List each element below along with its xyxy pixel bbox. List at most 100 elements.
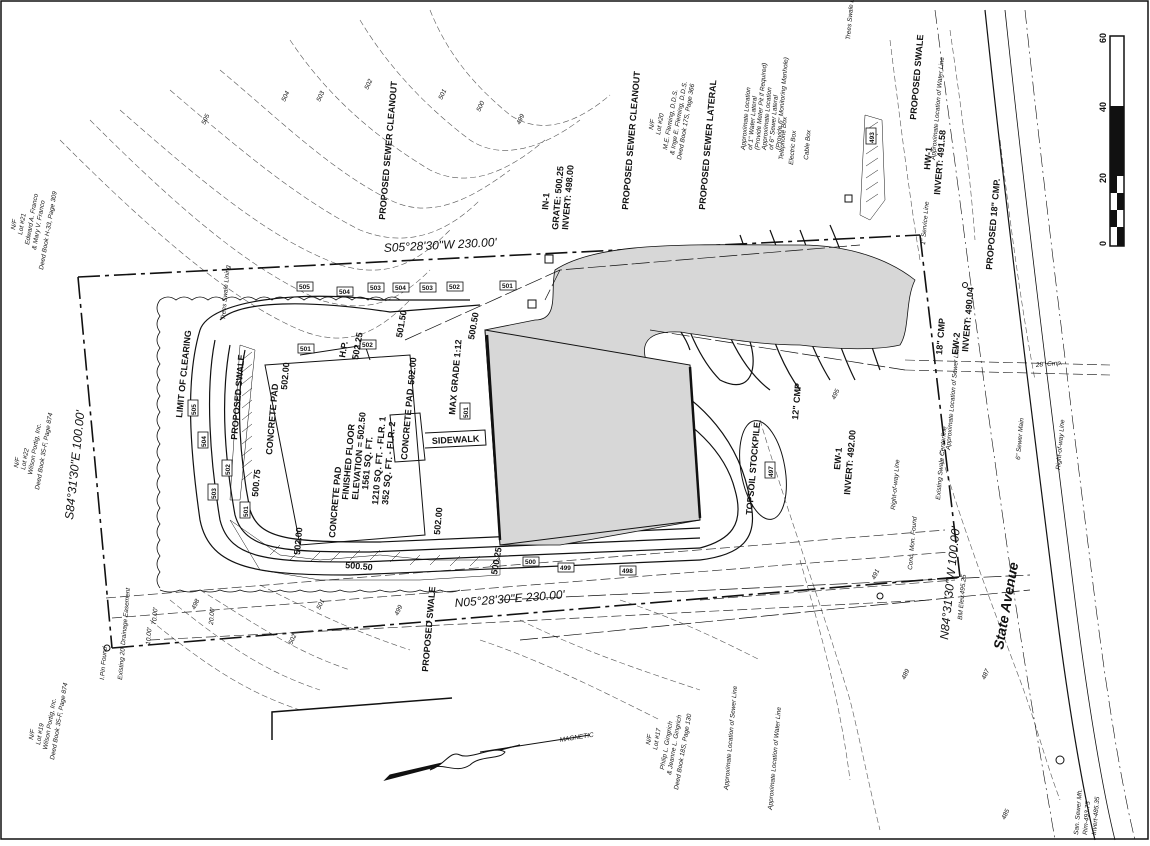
scale-tick-60: 60 [1098, 33, 1108, 43]
north-arrow-label: MAGNETIC [559, 732, 594, 744]
lot21-line: Lot #21 [17, 212, 28, 235]
contour-box: 502 [362, 342, 373, 349]
scale-tick-40: 40 [1098, 102, 1108, 112]
bearing-south: N05°28'30"E 230.00' [454, 587, 566, 610]
cmp18-label: 18" CMP [934, 318, 947, 356]
contour-box: 493 [869, 132, 876, 143]
lot19-line: N/F [28, 728, 37, 741]
sewer-lateral-label: PROPOSED SEWER LATERAL [697, 79, 718, 210]
lot22-line: Lot #22 [20, 447, 31, 470]
contour-label: 502 [287, 633, 298, 646]
contour-label: 487 [980, 668, 991, 681]
dim-10: 10.00' [145, 626, 154, 645]
proposed-swale-label: PROPOSED SWALE [420, 586, 437, 672]
contour-box: 502 [225, 464, 232, 475]
contour-label: 499 [515, 113, 526, 126]
electric-box-label: Electric Box [788, 130, 798, 166]
proposed-contours [189, 224, 881, 576]
sewer-main-label: 6" Sewer Main [1015, 417, 1026, 460]
proposed-18-cmp-label: PROPOSED 18" CMP. [984, 178, 1002, 270]
sidewalk-label: SIDEWALK [432, 433, 480, 445]
scale-bar: 0 20 40 60 [1098, 33, 1125, 247]
road-name: State Avenue [990, 561, 1021, 651]
building [484, 329, 702, 546]
edge-notes: I.Pin Found Existing 20' Drainage Easeme… [99, 0, 1066, 811]
spot-elev: 500.50 [345, 560, 373, 572]
ip-found-label: I.Pin Found [99, 646, 109, 680]
road-culvert-label: 28" Cmp. [1035, 360, 1064, 369]
sewer-cleanout-label: PROPOSED SEWER CLEANOUT [377, 80, 399, 220]
scale-tick-20: 20 [1098, 173, 1108, 183]
ew1-line: INVERT: 492.00 [842, 430, 858, 496]
utility-note-line: of 6" Sewer Lateral [768, 94, 780, 150]
contour-label: 501 [315, 598, 326, 611]
lot20-line: Lot #20 [655, 112, 666, 135]
proposed-swale-label: PROPOSED SWALE [908, 34, 925, 120]
contour-label: 495 [830, 388, 841, 401]
trees-label-2: Trees Swale Lining [220, 265, 232, 321]
contour-label: 501 [437, 88, 448, 101]
contour-box: 501 [463, 407, 470, 418]
neighbor-lot21: N/F Lot #21 Edward A. Franco & Mary V. F… [10, 190, 59, 270]
spot-elev: 502.00 [292, 527, 304, 555]
ew1-line: EW-1 [832, 447, 844, 470]
contour-label: 499 [393, 604, 404, 617]
concrete-pad-label: CONCRETE PAD [399, 388, 415, 460]
service-line-label: 1" Service Line [920, 201, 931, 245]
lot17-line: N/F [645, 733, 654, 746]
concrete-pad-label: CONCRETE PAD [264, 383, 280, 455]
contour-box: 501 [502, 283, 513, 290]
sewer-cleanout-label-2: PROPOSED SEWER CLEANOUT [620, 70, 642, 210]
bm-label: BM Elev.495.25 [957, 574, 968, 620]
contour-label: 505 [200, 113, 211, 126]
contour-box: 503 [422, 285, 433, 292]
property-boundary [77, 234, 961, 649]
utility-lines [404, 244, 1031, 641]
bearing-west: S84°31'30"E 100.00' [62, 409, 87, 520]
north-arrow: MAGNETIC [383, 732, 594, 781]
contour-label: 503 [315, 90, 326, 103]
proposed-swale-label: PROPOSED SWALE [229, 354, 246, 440]
spot-elevations: 502.00 502.00 502.00 502.00 500.75 502.2… [250, 309, 504, 575]
trees-label: Trees Swale Lining [845, 0, 857, 40]
contour-box: 502 [449, 284, 460, 291]
lot17-line: Lot #17 [652, 727, 663, 750]
scale-tick-0: 0 [1098, 241, 1108, 246]
floor-line: 1561 SQ. FT. [360, 436, 375, 490]
lot19-line: Lot #19 [35, 722, 46, 745]
dim-20: 20.00' [208, 606, 217, 626]
approx-water-label: Approximate Location of Water Line [767, 706, 783, 811]
spot-elev: 500.75 [250, 469, 262, 497]
contour-label: 504 [280, 90, 291, 103]
contour-box: 505 [191, 404, 198, 415]
contour-label: 489 [900, 668, 911, 681]
conc-mon-label: Conc. Mon. Found [907, 516, 919, 570]
sewer-mh-note: San. Sewer Mh. Rim-493.75 Invert-485.35 [1073, 788, 1101, 835]
contour-box: 505 [299, 284, 310, 291]
spot-elev: 502.00 [279, 362, 291, 390]
ew2-line: EW-2 [950, 332, 962, 355]
topsoil-stockpile [739, 420, 787, 520]
contour-box: 500 [525, 559, 536, 566]
spot-elev: 500.50 [466, 311, 481, 340]
telephone-box-label: Telephone Box [778, 116, 789, 160]
cmp12-label: 12" CMP [790, 383, 803, 421]
neighbor-lot19: N/F Lot #19 Wilson Portig, Inc. Deed Boo… [28, 682, 69, 760]
hw1-line: HW-1 [922, 147, 934, 171]
neighbor-lot17: N/F Lot #17 Philip L. Gingrich & Jeanne … [645, 713, 693, 790]
neighbor-lot22: N/F Lot #22 Wilson Portig, Inc. Deed Boo… [13, 412, 54, 490]
hp-label: H.P. [337, 341, 350, 359]
contour-box: 499 [560, 565, 571, 572]
hatched-swales [229, 114, 886, 581]
floor-info: FINISHED FLOOR ELEVATION = 502.50 1561 S… [340, 412, 397, 505]
spot-elev: 501.50 [394, 309, 409, 338]
contour-box: 503 [370, 285, 381, 292]
contour-box: 497 [768, 466, 775, 477]
contour-box: 504 [395, 285, 406, 292]
easement-lines [105, 529, 956, 641]
topsoil-label: TOPSOIL STOCKPILE [744, 422, 762, 516]
spot-elev: 502.00 [432, 507, 444, 535]
